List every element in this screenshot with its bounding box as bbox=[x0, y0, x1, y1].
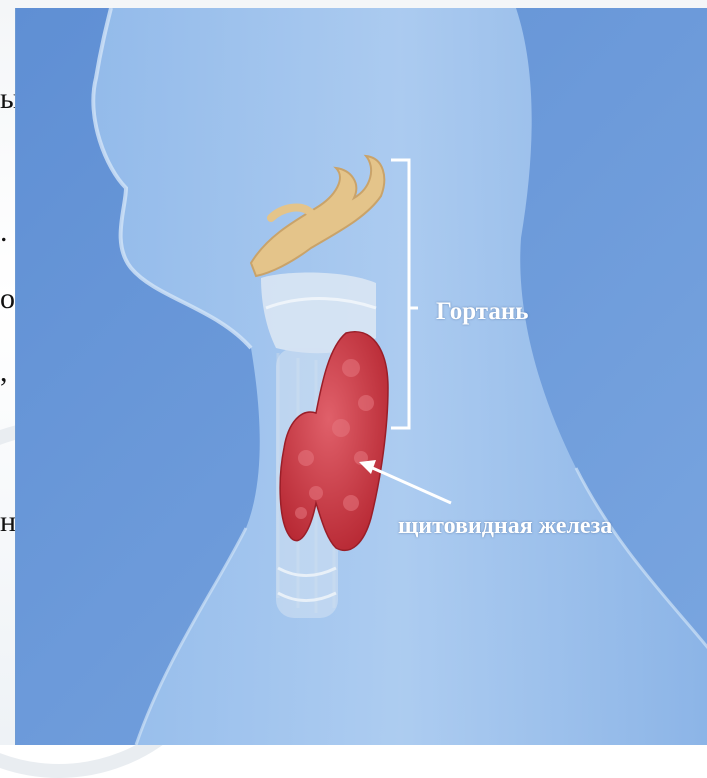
text-line-4: , bbox=[0, 355, 8, 389]
anatomy-drawing bbox=[16, 8, 707, 745]
text-line-2: . bbox=[0, 215, 8, 249]
neck-anatomy-illustration: Гортань щитовидная железа bbox=[15, 8, 707, 745]
larynx-label: Гортань bbox=[436, 298, 529, 326]
thyroid-label: щитовидная железа bbox=[398, 513, 612, 540]
